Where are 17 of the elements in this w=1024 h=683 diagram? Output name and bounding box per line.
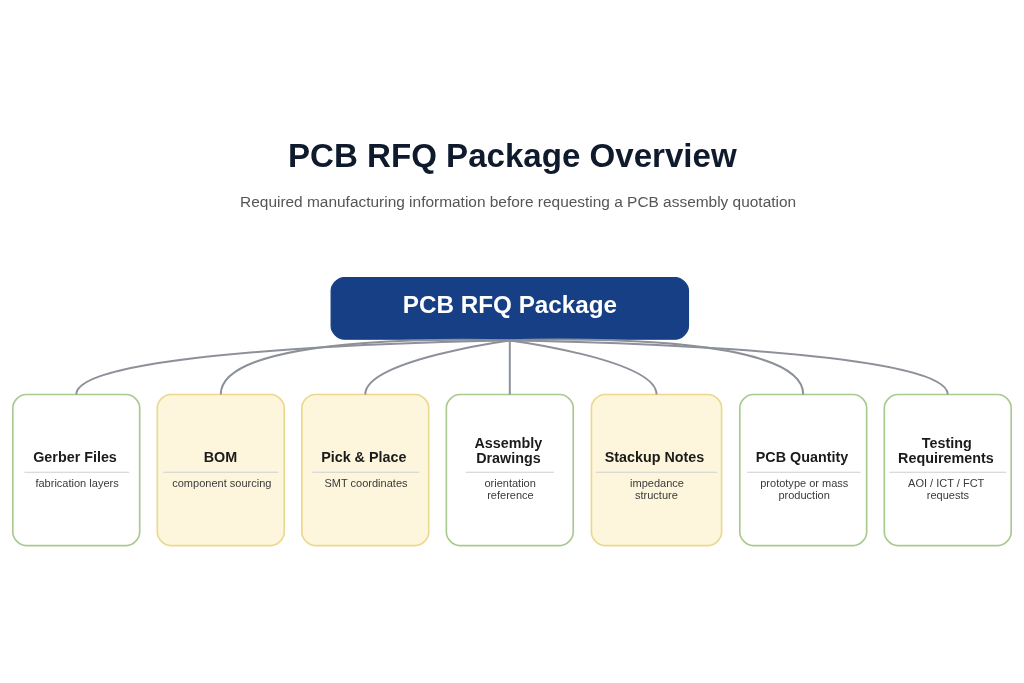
connector — [508, 338, 805, 396]
connector — [508, 339, 511, 396]
node-box: PCB RFQ Package — [330, 276, 690, 340]
node-box: Gerber Files fabrication layers — [12, 393, 141, 547]
diagram-title: PCB RFQ Package Overview — [288, 137, 737, 175]
node-box: PCB Quantity prototype or mass production — [739, 393, 868, 547]
connector — [508, 339, 949, 396]
connector — [75, 339, 511, 396]
node-box: Stackup Notes impedance structure — [590, 393, 723, 547]
node-box: BOM component sourcing — [156, 393, 285, 547]
node-box: Testing Requirements AOI / ICT / FCT requests — [883, 393, 1012, 547]
connector — [219, 338, 511, 396]
node-box: Assembly Drawings orientation reference — [445, 393, 575, 547]
connector — [364, 339, 511, 396]
label: Required manufacturing information before requesting a PCB assembly quotation — [240, 192, 797, 210]
node-box: Pick & Place SMT coordinates — [301, 393, 430, 547]
connector — [508, 339, 658, 396]
